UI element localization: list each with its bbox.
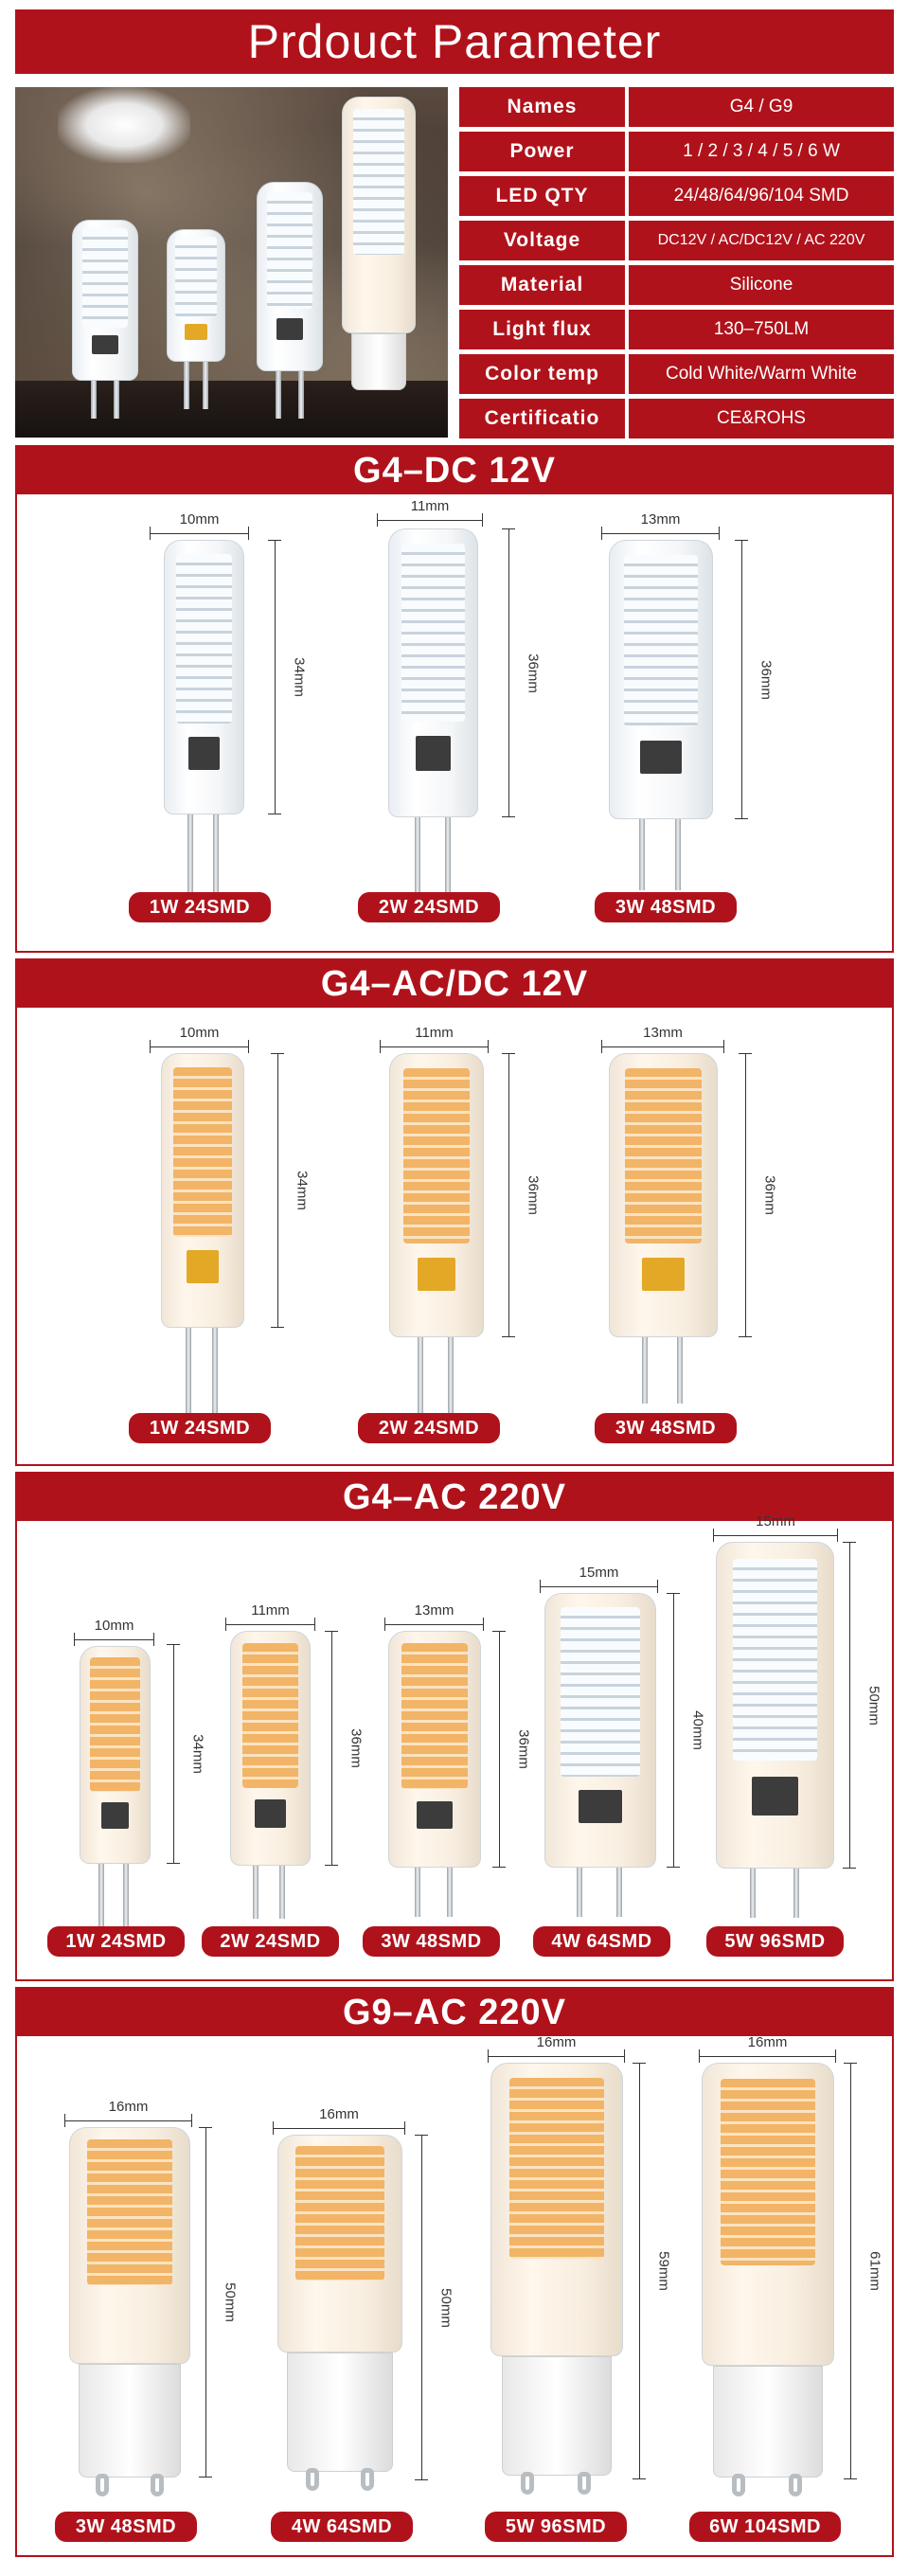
param-key: Material bbox=[459, 265, 625, 305]
product-label: 3W 48SMD bbox=[55, 2512, 197, 2542]
section-header: G9–AC 220V bbox=[17, 1989, 892, 2036]
section-g4-ac-220v: G4–AC 220V 10mm 34mm 1W 24SMD 11mm 36mm … bbox=[15, 1472, 894, 1981]
param-value: DC12V / AC/DC12V / AC 220V bbox=[629, 221, 894, 260]
param-value: 130–750LM bbox=[629, 310, 894, 349]
section-g4-dc-12v: G4–DC 12V 10mm 34mm 1W 24SMD 11mm 36mm 2… bbox=[15, 445, 894, 953]
height-dimension: 36mm bbox=[502, 1053, 541, 1337]
param-value: 1 / 2 / 3 / 4 / 5 / 6 W bbox=[629, 132, 894, 171]
section-title: G4–DC 12V bbox=[353, 450, 556, 491]
width-dimension: 13mm bbox=[601, 1025, 724, 1053]
width-dimension: 15mm bbox=[540, 1565, 658, 1593]
width-dimension: 10mm bbox=[150, 511, 249, 540]
param-key: Power bbox=[459, 132, 625, 171]
width-dimension: 16mm bbox=[488, 2034, 625, 2063]
section-header: G4–DC 12V bbox=[17, 447, 892, 494]
product-label: 6W 104SMD bbox=[689, 2512, 841, 2542]
height-dimension: 34mm bbox=[268, 540, 307, 814]
width-dimension: 11mm bbox=[377, 498, 483, 527]
product-label: 5W 96SMD bbox=[485, 2512, 627, 2542]
param-key: Names bbox=[459, 87, 625, 127]
section-title: G9–AC 220V bbox=[342, 1992, 566, 2032]
height-dimension: 36mm bbox=[502, 528, 541, 817]
param-key: Certificatio bbox=[459, 399, 625, 438]
param-key: Light flux bbox=[459, 310, 625, 349]
width-dimension: 16mm bbox=[64, 2099, 192, 2127]
param-key: Voltage bbox=[459, 221, 625, 260]
height-dimension: 36mm bbox=[739, 1053, 777, 1337]
height-dimension: 34mm bbox=[167, 1644, 205, 1864]
height-dimension: 36mm bbox=[325, 1631, 364, 1866]
product-label: 3W 48SMD bbox=[595, 892, 737, 922]
width-dimension: 15mm bbox=[713, 1513, 838, 1542]
height-dimension: 40mm bbox=[667, 1593, 705, 1868]
height-dimension: 34mm bbox=[271, 1053, 310, 1328]
height-dimension: 36mm bbox=[492, 1631, 531, 1868]
param-value: Silicone bbox=[629, 265, 894, 305]
height-dimension: 61mm bbox=[844, 2063, 882, 2479]
hero-photo bbox=[15, 87, 448, 438]
product-label: 1W 24SMD bbox=[129, 1413, 271, 1443]
width-dimension: 16mm bbox=[273, 2106, 405, 2135]
product-label: 1W 24SMD bbox=[129, 892, 271, 922]
product-label: 3W 48SMD bbox=[595, 1413, 737, 1443]
section-g4-acdc-12v: G4–AC/DC 12V 10mm 34mm 1W 24SMD 11mm 36m… bbox=[15, 958, 894, 1466]
height-dimension: 50mm bbox=[843, 1542, 882, 1869]
hero-table bbox=[15, 381, 448, 438]
section-title: G4–AC 220V bbox=[342, 1476, 566, 1517]
width-dimension: 10mm bbox=[150, 1025, 249, 1053]
product-label: 1W 24SMD bbox=[47, 1926, 185, 1957]
height-dimension: 36mm bbox=[735, 540, 774, 819]
width-dimension: 16mm bbox=[699, 2034, 836, 2063]
section-header: G4–AC/DC 12V bbox=[17, 960, 892, 1008]
height-dimension: 59mm bbox=[633, 2063, 671, 2479]
width-dimension: 11mm bbox=[380, 1025, 489, 1053]
product-label: 3W 48SMD bbox=[363, 1926, 500, 1957]
param-value: G4 / G9 bbox=[629, 87, 894, 127]
param-value: CE&ROHS bbox=[629, 399, 894, 438]
product-label: 2W 24SMD bbox=[358, 892, 500, 922]
product-label: 4W 64SMD bbox=[271, 2512, 413, 2542]
section-title: G4–AC/DC 12V bbox=[320, 963, 589, 1004]
width-dimension: 11mm bbox=[225, 1602, 315, 1631]
width-dimension: 13mm bbox=[384, 1602, 484, 1631]
section-header: G4–AC 220V bbox=[17, 1474, 892, 1521]
product-label: 5W 96SMD bbox=[706, 1926, 844, 1957]
height-dimension: 50mm bbox=[415, 2135, 454, 2480]
width-dimension: 10mm bbox=[74, 1618, 154, 1646]
param-value: Cold White/Warm White bbox=[629, 354, 894, 394]
top-banner: Prdouct Parameter bbox=[15, 9, 894, 74]
product-label: 4W 64SMD bbox=[533, 1926, 670, 1957]
width-dimension: 13mm bbox=[601, 511, 720, 540]
param-key: Color temp bbox=[459, 354, 625, 394]
section-g9-ac-220v: G9–AC 220V 16mm 50mm 3W 48SMD 16mm 50mm … bbox=[15, 1987, 894, 2557]
chandelier-image bbox=[58, 87, 190, 163]
param-value: 24/48/64/96/104 SMD bbox=[629, 176, 894, 216]
page-title: Prdouct Parameter bbox=[247, 15, 662, 68]
product-label: 2W 24SMD bbox=[202, 1926, 339, 1957]
product-label: 2W 24SMD bbox=[358, 1413, 500, 1443]
param-key: LED QTY bbox=[459, 176, 625, 216]
height-dimension: 50mm bbox=[199, 2127, 238, 2478]
